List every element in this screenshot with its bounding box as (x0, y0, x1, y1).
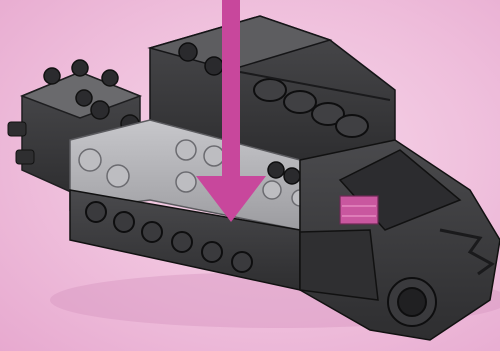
pink-accent-tile (340, 196, 378, 224)
